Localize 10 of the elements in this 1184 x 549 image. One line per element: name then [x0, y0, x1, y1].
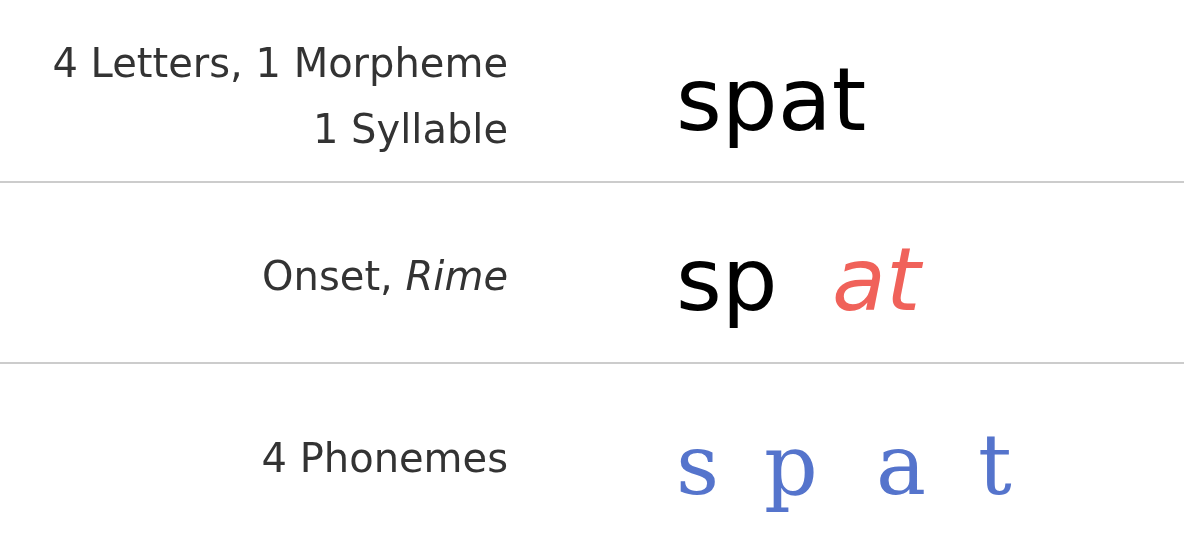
row-label: 4 Phonemes: [261, 438, 508, 478]
onset: sp: [676, 227, 778, 333]
row-label: Onset, Rime: [262, 256, 508, 296]
phoneme-letter: p: [764, 415, 818, 516]
row-label: 4 Letters, 1 Morpheme 1 Syllable: [51, 39, 508, 154]
phoneme-letter: t: [978, 415, 1012, 516]
phoneme-letter: a: [876, 415, 927, 516]
word: spat: [676, 47, 867, 153]
phoneme-letter: s: [676, 415, 720, 516]
rime: at: [832, 227, 921, 333]
